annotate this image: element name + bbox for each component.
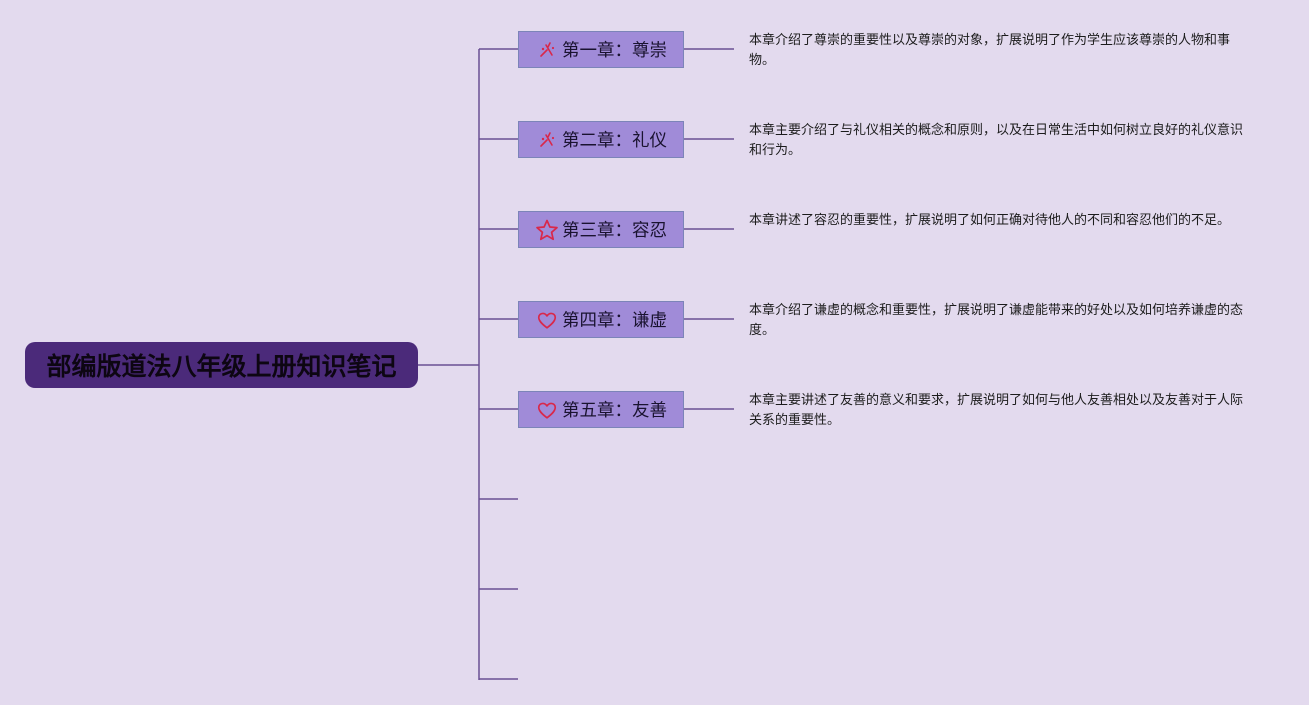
chapter-label-2: 第二章：礼仪 (562, 131, 667, 151)
star-icon (535, 218, 559, 242)
chapter-label-1: 第一章：尊崇 (562, 41, 667, 61)
chapter-label-3: 第三章：容忍 (562, 221, 667, 241)
heart-icon (535, 308, 559, 332)
chapter-node-3[interactable]: 第三章：容忍 (518, 211, 684, 248)
chapter-node-4[interactable]: 第四章：谦虚 (518, 301, 684, 338)
chapter-label-4: 第四章：谦虚 (562, 311, 667, 331)
party-popper-icon (535, 128, 559, 152)
root-title: 部编版道法八年级上册知识笔记 (46, 352, 397, 381)
chapter-description-4: 本章介绍了谦虚的概念和重要性，扩展说明了谦虚能带来的好处以及如何培养谦虚的态度。 (749, 303, 1244, 338)
chapter-description-5: 本章主要讲述了友善的意义和要求，扩展说明了如何与他人友善相处以及友善对于人际关系… (749, 393, 1244, 428)
heart-icon (535, 398, 559, 422)
party-popper-icon (535, 38, 559, 62)
chapter-node-2[interactable]: 第二章：礼仪 (518, 121, 684, 158)
chapter-description-2: 本章主要介绍了与礼仪相关的概念和原则，以及在日常生活中如何树立良好的礼仪意识和行… (749, 123, 1244, 158)
chapter-node-1[interactable]: 第一章：尊崇 (518, 31, 684, 68)
chapter-node-5[interactable]: 第五章：友善 (518, 391, 684, 428)
chapter-description-3: 本章讲述了容忍的重要性，扩展说明了如何正确对待他人的不同和容忍他们的不足。 (749, 213, 1231, 228)
chapter-description-1: 本章介绍了尊崇的重要性以及尊崇的对象，扩展说明了作为学生应该尊崇的人物和事物。 (749, 33, 1231, 68)
chapter-label-5: 第五章：友善 (562, 401, 667, 421)
root-topic[interactable]: 部编版道法八年级上册知识笔记 (25, 342, 418, 388)
